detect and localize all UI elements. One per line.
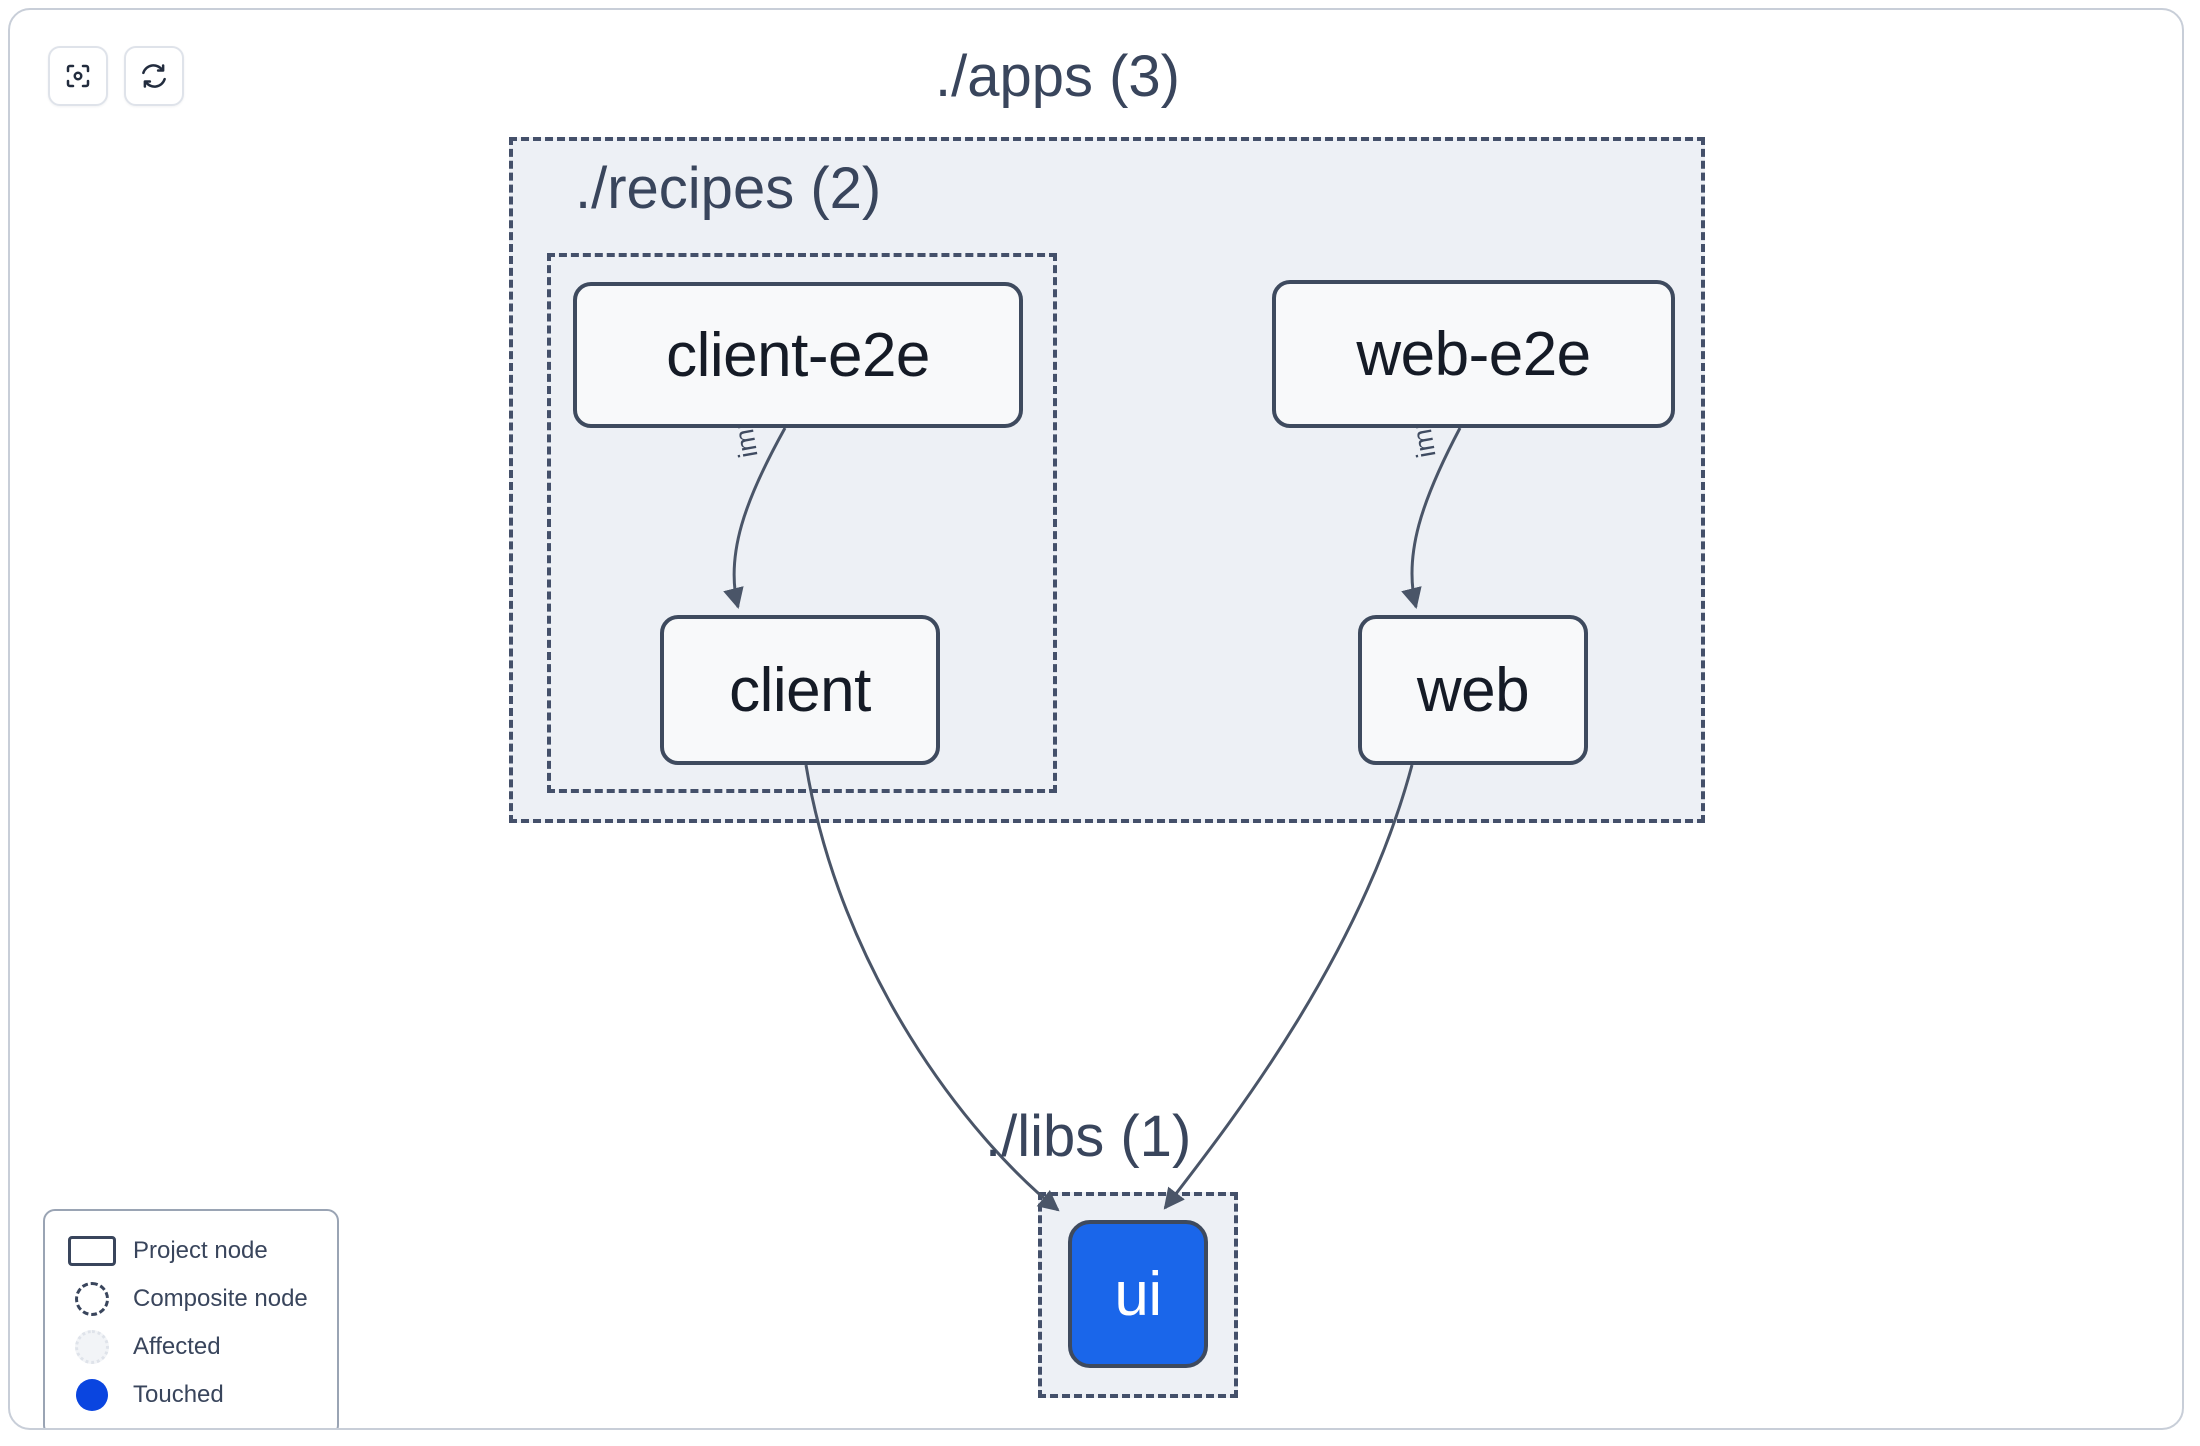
touched-swatch: [63, 1379, 121, 1411]
legend-label-project-node: Project node: [133, 1237, 268, 1264]
graph-toolbar: [48, 46, 184, 106]
legend-item-affected: Affected: [63, 1323, 319, 1371]
group-apps-label: ./apps (3): [935, 44, 1180, 109]
project-node-swatch: [63, 1236, 121, 1266]
legend-label-composite-node: Composite node: [133, 1285, 308, 1312]
composite-node-swatch: [63, 1282, 121, 1316]
group-recipes-label: ./recipes (2): [575, 156, 882, 221]
graph-canvas[interactable]: ./apps (3) ./recipes (2) ./libs (1): [10, 10, 2182, 1428]
focus-target-icon: [63, 61, 93, 91]
node-ui[interactable]: ui: [1068, 1220, 1208, 1368]
focus-graph-button[interactable]: [48, 46, 108, 106]
node-client[interactable]: client: [660, 615, 940, 765]
page-frame: ./apps (3) ./recipes (2) ./libs (1): [8, 8, 2184, 1430]
legend-label-touched: Touched: [133, 1381, 224, 1408]
node-web-e2e[interactable]: web-e2e: [1272, 280, 1675, 428]
graph-legend: Project node Composite node Affected: [43, 1209, 339, 1428]
node-web[interactable]: web: [1358, 615, 1588, 765]
refresh-graph-button[interactable]: [124, 46, 184, 106]
affected-swatch: [63, 1330, 121, 1364]
refresh-icon: [139, 61, 169, 91]
node-client-e2e[interactable]: client-e2e: [573, 282, 1023, 428]
edge-web-to-ui: [1163, 764, 1414, 1210]
legend-item-project-node: Project node: [63, 1227, 319, 1275]
legend-item-touched: Touched: [63, 1371, 319, 1419]
group-libs-label: ./libs (1): [985, 1104, 1192, 1169]
project-graph: ./apps (3) ./recipes (2) ./libs (1): [10, 10, 2182, 1428]
legend-item-composite-node: Composite node: [63, 1275, 319, 1323]
legend-label-affected: Affected: [133, 1333, 221, 1360]
